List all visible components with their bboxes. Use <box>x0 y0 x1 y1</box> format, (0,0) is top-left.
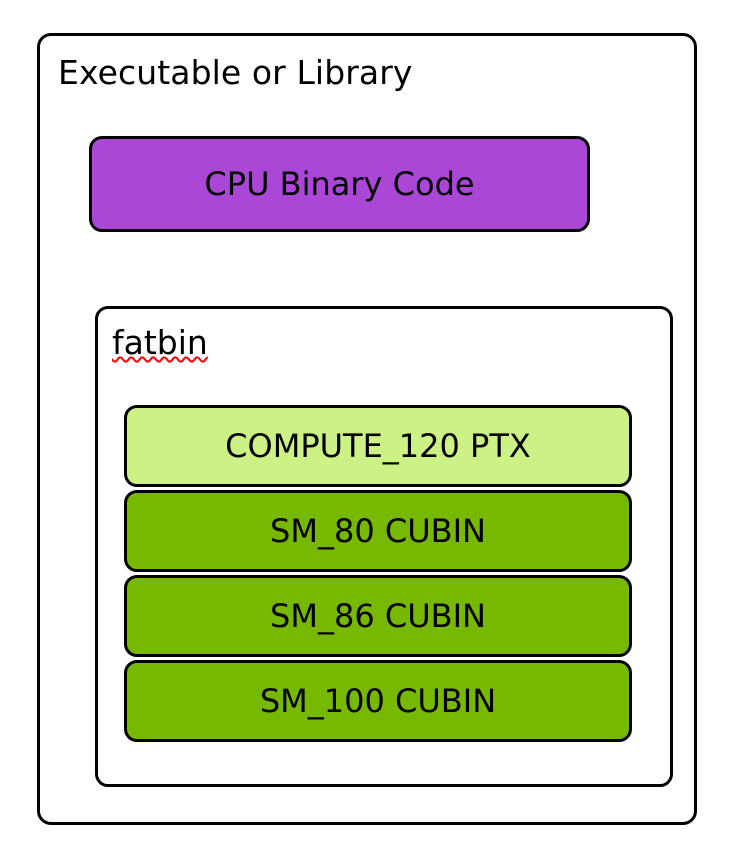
fatbin-title: fatbin <box>112 323 208 362</box>
artifact-box-sm-80-cubin: SM_80 CUBIN <box>124 490 632 572</box>
artifact-label: COMPUTE_120 PTX <box>225 427 531 465</box>
artifact-box-sm-100-cubin: SM_100 CUBIN <box>124 660 632 742</box>
executable-or-library-container: Executable or Library CPU Binary Code fa… <box>37 33 697 825</box>
fatbin-container: fatbin COMPUTE_120 PTX SM_80 CUBIN SM_86… <box>95 306 673 787</box>
artifact-box-compute-120-ptx: COMPUTE_120 PTX <box>124 405 632 487</box>
artifact-label: SM_80 CUBIN <box>270 512 486 550</box>
cpu-binary-code-label: CPU Binary Code <box>204 165 475 203</box>
artifact-box-sm-86-cubin: SM_86 CUBIN <box>124 575 632 657</box>
page-title: Executable or Library <box>58 53 413 92</box>
artifact-label: SM_100 CUBIN <box>259 682 497 720</box>
fatbin-artifact-stack: COMPUTE_120 PTX SM_80 CUBIN SM_86 CUBIN … <box>124 405 632 742</box>
cpu-binary-code-block: CPU Binary Code <box>89 136 590 232</box>
artifact-label: SM_86 CUBIN <box>270 597 486 635</box>
